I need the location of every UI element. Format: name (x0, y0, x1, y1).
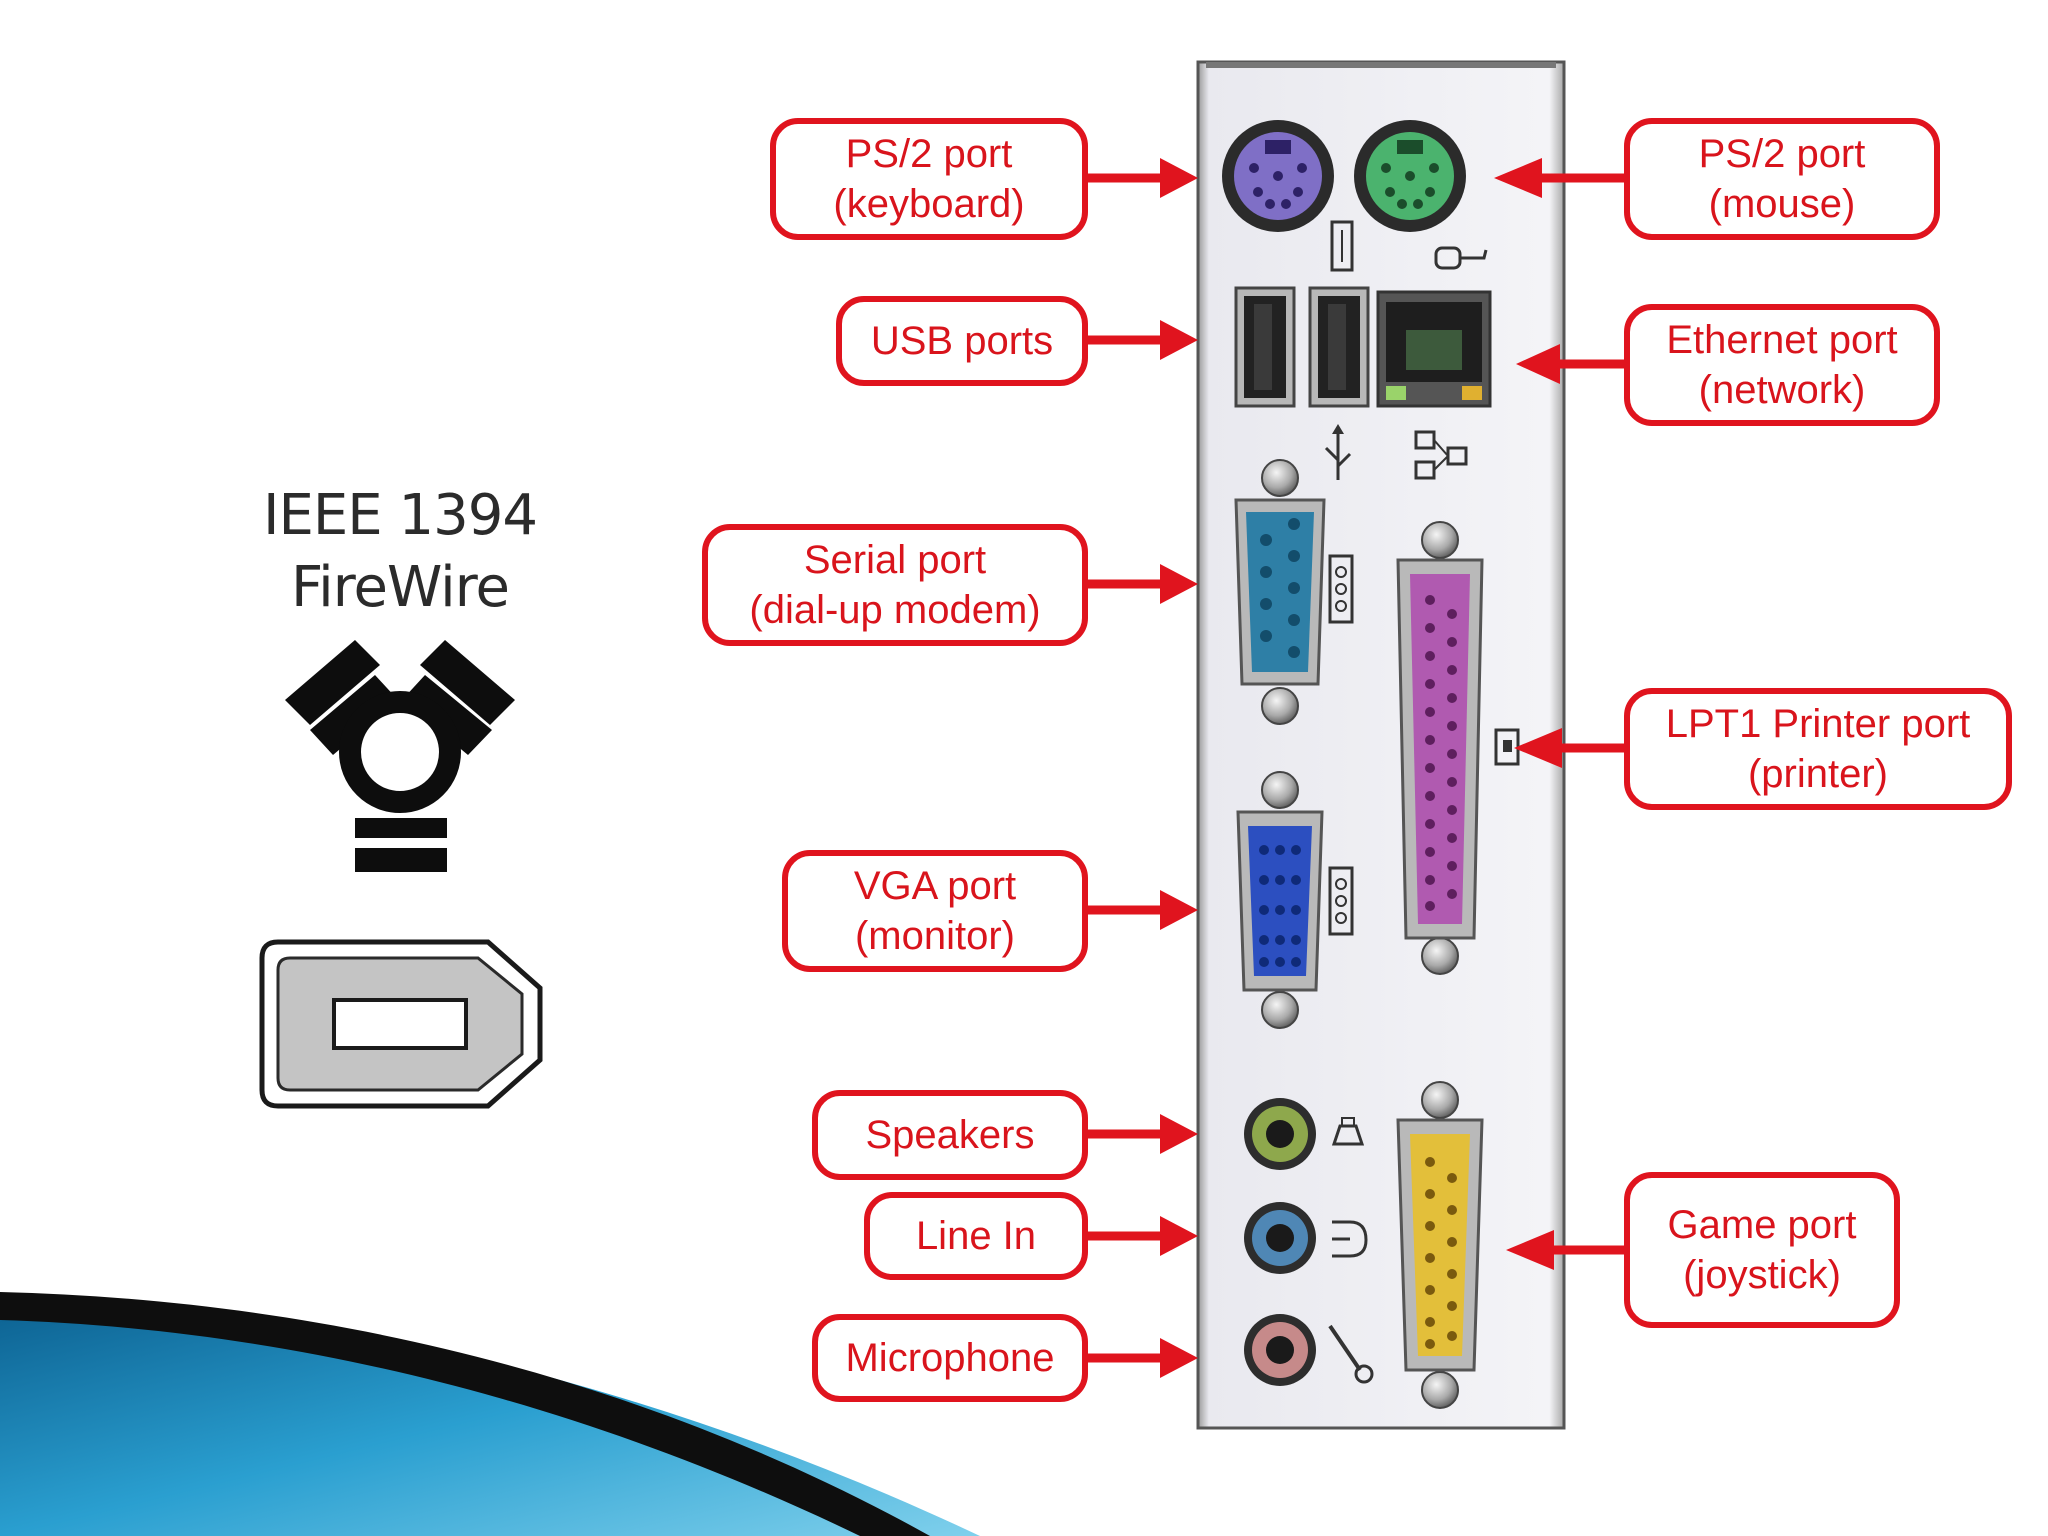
label-lpt1-printer-port: LPT1 Printer port (printer) (1624, 688, 2012, 810)
label-line-in: Line In (864, 1192, 1088, 1280)
arrow-head-ethernet (1516, 344, 1560, 384)
label-vga-port: VGA port (monitor) (782, 850, 1088, 972)
label-ethernet-port: Ethernet port (network) (1624, 304, 1940, 426)
label-game-port: Game port (joystick) (1624, 1172, 1900, 1328)
arrow-head-speakers (1160, 1114, 1198, 1154)
arrow-head-game (1506, 1230, 1554, 1270)
label-ps2-keyboard: PS/2 port (keyboard) (770, 118, 1088, 240)
arrow-head-lpt1 (1514, 728, 1562, 768)
arrow-head-line-in (1160, 1216, 1198, 1256)
arrow-head-ps2-mouse (1494, 158, 1542, 198)
label-usb-ports: USB ports (836, 296, 1088, 386)
arrow-head-usb (1160, 320, 1198, 360)
arrow-head-microphone (1160, 1338, 1198, 1378)
label-microphone: Microphone (812, 1314, 1088, 1402)
label-serial-port: Serial port (dial-up modem) (702, 524, 1088, 646)
label-speakers: Speakers (812, 1090, 1088, 1180)
arrow-head-vga (1160, 890, 1198, 930)
arrow-head-ps2-keyboard (1160, 158, 1198, 198)
arrow-head-serial (1160, 564, 1198, 604)
firewire-title: IEEE 1394 FireWire (263, 483, 538, 620)
label-ps2-mouse: PS/2 port (mouse) (1624, 118, 1940, 240)
